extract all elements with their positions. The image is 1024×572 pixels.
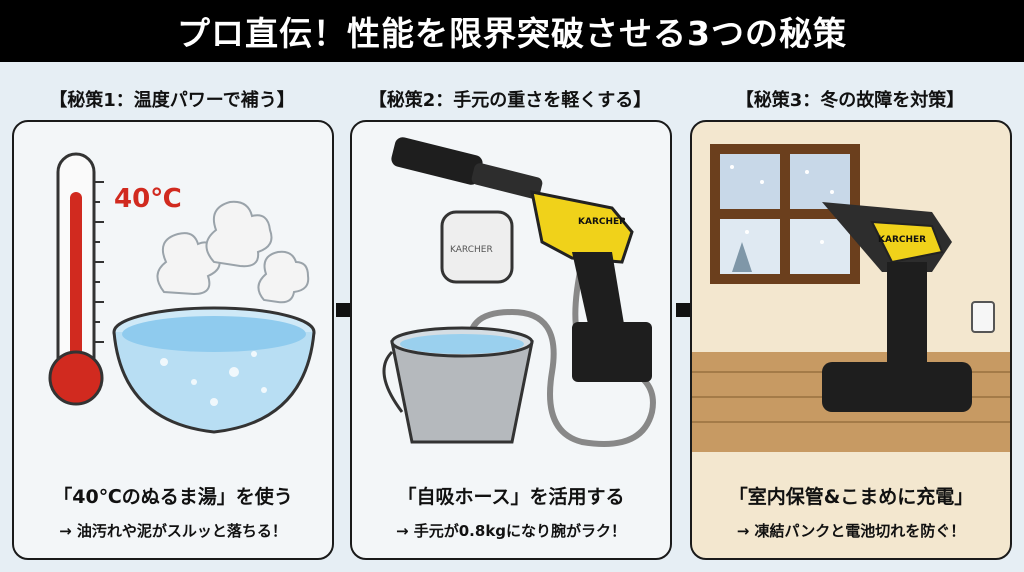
- panel-1: 40℃ 「40℃のぬるま湯」を使う → 油汚れや泥がスルッと落ちる！: [12, 120, 334, 560]
- pressure-washer-icon: KARCHER KARCHER: [391, 137, 652, 382]
- bucket-icon: [382, 326, 534, 444]
- power-outlet-icon: [971, 301, 995, 333]
- panel-2-heading: 【秘策2：手元の重さを軽くする】: [368, 90, 652, 111]
- bowl-icon: [112, 306, 316, 434]
- panel-3: KARCHER 「室内保管&こまめに充電」 → 凍結パンクと電池切れを防ぐ！: [690, 120, 1012, 560]
- temperature-label: 40℃: [114, 184, 182, 214]
- filter-brand-label: KARCHER: [450, 245, 493, 255]
- thermometer-and-bowl-illustration: 40℃: [48, 152, 316, 434]
- panel-1-sub-caption: → 油汚れや泥がスルッと落ちる！: [59, 522, 287, 540]
- panel-3-sub-caption: → 凍結パンクと電池切れを防ぐ！: [736, 522, 966, 540]
- panel-1-main-caption: 「40℃のぬるま湯」を使う: [53, 486, 293, 508]
- panel-3-heading: 【秘策3：冬の故障を対策】: [735, 90, 965, 111]
- pressure-washer-on-charger-icon: KARCHER: [822, 202, 972, 412]
- page-title: プロ直伝！性能を限界突破させる3つの秘策: [0, 0, 1024, 62]
- indoor-storage-illustration: KARCHER: [692, 144, 1010, 452]
- panel-1-heading: 【秘策1：温度パワーで補う】: [49, 90, 295, 111]
- thermometer-icon: [48, 152, 104, 406]
- body-brand-label: KARCHER: [878, 235, 926, 245]
- panel-2-sub-caption: → 手元が0.8kgになり腕がラク！: [395, 522, 627, 540]
- panel-2-main-caption: 「自吸ホース」を活用する: [397, 486, 625, 508]
- panel-2: KARCHER KARCHER 「自吸ホース」を活用する → 手元が0.8kgに…: [350, 120, 672, 560]
- pressure-washer-with-bucket-illustration: KARCHER KARCHER: [382, 137, 656, 447]
- body-brand-label: KARCHER: [578, 217, 626, 227]
- panel-3-main-caption: 「室内保管&こまめに充電」: [728, 486, 974, 508]
- steam-icon: [156, 200, 310, 304]
